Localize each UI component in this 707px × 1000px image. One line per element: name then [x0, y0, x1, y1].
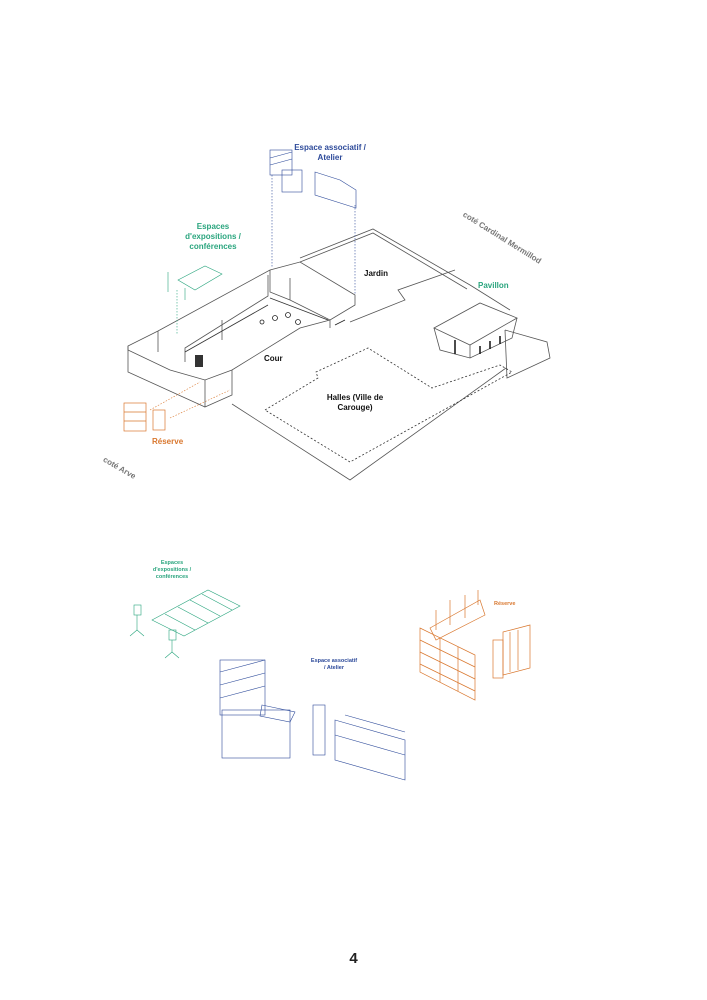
site-boundary	[231, 228, 551, 481]
label-espace-associatif: Espace associatif / Atelier	[294, 143, 366, 162]
detail-label-espaces-expositions: Espaces d'expositions / conférences	[152, 560, 192, 580]
label-halles: Halles (Ville de Carouge)	[326, 393, 384, 412]
detail-label-reserve: Réserve	[494, 601, 516, 607]
label-espaces-expositions: Espaces d'expositions / conférences	[185, 222, 241, 251]
pavillon-building	[433, 302, 518, 359]
courtyard-furniture	[259, 312, 346, 326]
atelier-detail-drawing	[219, 659, 406, 781]
expo-detail-drawing	[129, 589, 241, 659]
page-number: 4	[349, 950, 358, 967]
label-reserve: Réserve	[152, 437, 184, 446]
label-cour: Cour	[264, 354, 283, 363]
expo-furniture-icons	[167, 265, 223, 300]
halles-outline	[264, 347, 513, 463]
projection-lines	[149, 175, 356, 419]
label-jardin: Jardin	[364, 269, 389, 278]
main-building	[127, 261, 356, 408]
detail-label-espace-associatif: Espace associatif / Atelier	[310, 658, 358, 671]
reserve-detail-drawing	[419, 590, 531, 701]
reserve-furniture-icons	[123, 402, 166, 432]
label-pavillon: Pavillon	[478, 281, 509, 290]
atelier-furniture-icons	[269, 149, 357, 209]
